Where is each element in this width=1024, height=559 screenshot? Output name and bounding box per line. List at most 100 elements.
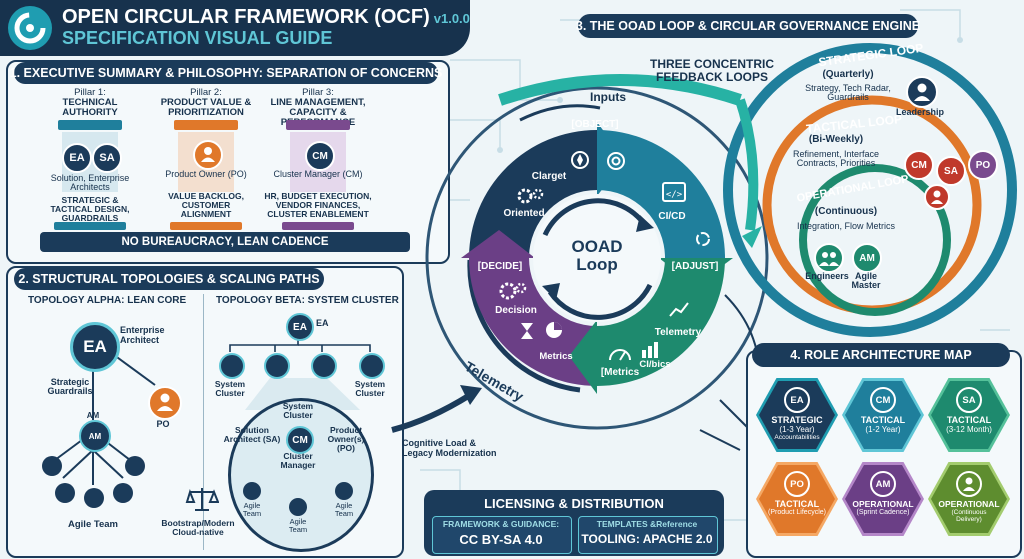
section4-title: 4. ROLE ARCHITECTURE MAP [752, 343, 1010, 367]
tooling-label: TOOLING: [581, 532, 640, 546]
role-cm-term: (1-2 Year) [865, 425, 901, 434]
alpha-ea-label: Enterprise Architect [120, 325, 165, 345]
role-operational-level: OPERATIONAL [938, 499, 1000, 509]
pillar3-role-desc: Cluster Manager (CM) [273, 169, 363, 179]
agile-team-label: Agile Team [242, 501, 262, 518]
tooling-license-line: TOOLING: APACHE 2.0 [578, 532, 716, 546]
cm-role-icon: CM [305, 141, 335, 171]
trend-chart-icon [668, 300, 690, 323]
tactical-cadence: (Bi-Weekly) [808, 134, 864, 145]
role-engineer-person-icon [956, 471, 982, 497]
team-member-icon [125, 456, 145, 476]
adjust-quadrant-label: [ADJUST] [671, 261, 719, 272]
leadership-label: Leadership [895, 107, 945, 117]
gauge-icon [608, 346, 632, 367]
alpha-am-label: AM [86, 411, 100, 420]
page-subtitle: SPECIFICATION VISUAL GUIDE [62, 28, 333, 48]
role-hex-body: SA TACTICAL (3-12 Month) [931, 381, 1007, 449]
three-concentric-loops-label: THREE CONCENTRIC FEEDBACK LOOPS [649, 57, 774, 84]
strategic-guardrails-label: Strategic Guardrails [47, 377, 93, 397]
solution-architect-label: Solution Architect (SA) [223, 425, 281, 444]
pillar2-capital [174, 120, 238, 130]
sa-role-icon: SA [92, 143, 122, 173]
role-sa-badge: SA [956, 387, 982, 413]
pillar2-name: PRODUCT VALUE & PRIORITIZATION [160, 97, 252, 118]
topology-alpha-title: TOPOLOGY ALPHA: LEAN CORE [28, 295, 187, 306]
role-hex-body: AM OPERATIONAL (Sprint Cadence) [845, 465, 921, 533]
beta-cm-icon: CM [286, 426, 314, 454]
pillar3-base [282, 222, 354, 230]
pillar1-focus: STRATEGIC & TACTICAL DESIGN, GUARDRAILS [50, 195, 130, 223]
alpha-ea-icon: EA [70, 322, 120, 372]
hourglass-icon [520, 322, 534, 345]
cognitive-load-label: Cognitive Load & Legacy Modernization [402, 438, 497, 459]
target-icon [605, 150, 627, 177]
ea-role-icon: EA [62, 143, 92, 173]
engineers-label: Engineers [805, 271, 849, 281]
alpha-po-person-icon [148, 386, 182, 420]
ocf-logo-icon [8, 6, 52, 50]
alpha-am-badge: AM [88, 431, 102, 441]
framework-license-box [432, 516, 572, 554]
pillar2-label: Pillar 2: [190, 87, 222, 98]
pillar1-name: TECHNICAL AUTHORITY [62, 97, 118, 118]
role-am-badge: AM [870, 471, 896, 497]
role-sa-level: TACTICAL [946, 415, 992, 425]
agile-team-icon [243, 482, 261, 500]
templates-reference-label: TEMPLATES &Reference [596, 519, 698, 529]
cluster-manager-label: Cluster Manager [280, 451, 316, 470]
section3-title: 3. THE OOAD LOOP & CIRCULAR GOVERNANCE E… [576, 14, 920, 38]
role-cm-level: TACTICAL [860, 415, 906, 425]
beta-ea-label: EA [316, 318, 329, 328]
system-cluster-c-icon [359, 353, 385, 379]
role-ea-level: STRATEGIC [771, 415, 823, 425]
section1-title: 1. EXECUTIVE SUMMARY & PHILOSOPHY: SEPAR… [10, 62, 442, 84]
tactical-desc: Refinement, Interface Contracts, Priorit… [792, 149, 880, 169]
lean-cadence-footer: NO BUREAUCRACY, LEAN CADENCE [40, 232, 410, 252]
operational-cadence: (Continuous) [814, 206, 878, 217]
pillar3-capital [286, 120, 350, 130]
agile-team-label: Agile Team [334, 501, 354, 518]
object-quadrant-label: [OBJECT] [571, 119, 619, 130]
pie-chart-icon [544, 320, 564, 345]
framework-license-label: FRAMEWORK & GUIDANCE: [442, 519, 560, 529]
role-ea-note: Accountabilities [774, 434, 820, 441]
section2-title: 2. STRUCTURAL TOPOLOGIES & SCALING PATHS [14, 268, 324, 290]
pillar2-focus: VALUE BACKLOG, CUSTOMER ALIGNMENT [168, 191, 244, 219]
tactical-cm-icon: CM [904, 150, 934, 180]
pillar1-capital [58, 120, 122, 130]
gears-icon [516, 186, 546, 211]
product-owners-label: Product Owner(s) (PO) [327, 425, 365, 453]
pillar2-role-desc: Product Owner (PO) [165, 169, 247, 179]
tooling-license-value: APACHE 2.0 [642, 532, 713, 546]
role-ea-term: (1-3 Year) [779, 425, 815, 434]
role-cm-badge: CM [870, 387, 896, 413]
ooad-loop-center-label: OOAD Loop [571, 237, 623, 274]
tactical-person-icon [924, 184, 950, 210]
role-ea-badge: EA [784, 387, 810, 413]
role-operational-term: (Continuous Delivery) [951, 509, 987, 524]
system-cluster-zoom-circle [228, 398, 374, 552]
pillar2-base [170, 222, 242, 230]
tactical-sa-icon: SA [936, 156, 966, 186]
alpha-am-icon: AM [79, 420, 111, 452]
strategic-desc: Strategy, Tech Radar, Guardrails [805, 83, 891, 103]
oriented-label: Oriented [503, 208, 545, 219]
team-member-icon [84, 488, 104, 508]
role-po-badge: PO [784, 471, 810, 497]
role-po-level: TACTICAL [774, 499, 820, 509]
pillar1-base [54, 222, 126, 230]
system-cluster-label-right: System Cluster [354, 379, 386, 398]
pillar3-label: Pillar 3: [302, 87, 334, 98]
metrics-quadrant-label: [Metrics [600, 367, 640, 378]
refresh-icon [694, 230, 712, 253]
page-title: OPEN CIRCULAR FRAMEWORK (OCF)v1.0.0 [62, 6, 470, 28]
alpha-po-label: PO [156, 419, 170, 429]
balance-scale-icon [185, 484, 220, 519]
role-am-term: (Sprint Cadence) [856, 509, 910, 516]
clarget-label: Clarget [531, 171, 567, 182]
role-hex-body: EA STRATEGIC (1-3 Year) Accountabilities [759, 381, 835, 449]
agile-team-label: Agile Team [288, 517, 308, 534]
